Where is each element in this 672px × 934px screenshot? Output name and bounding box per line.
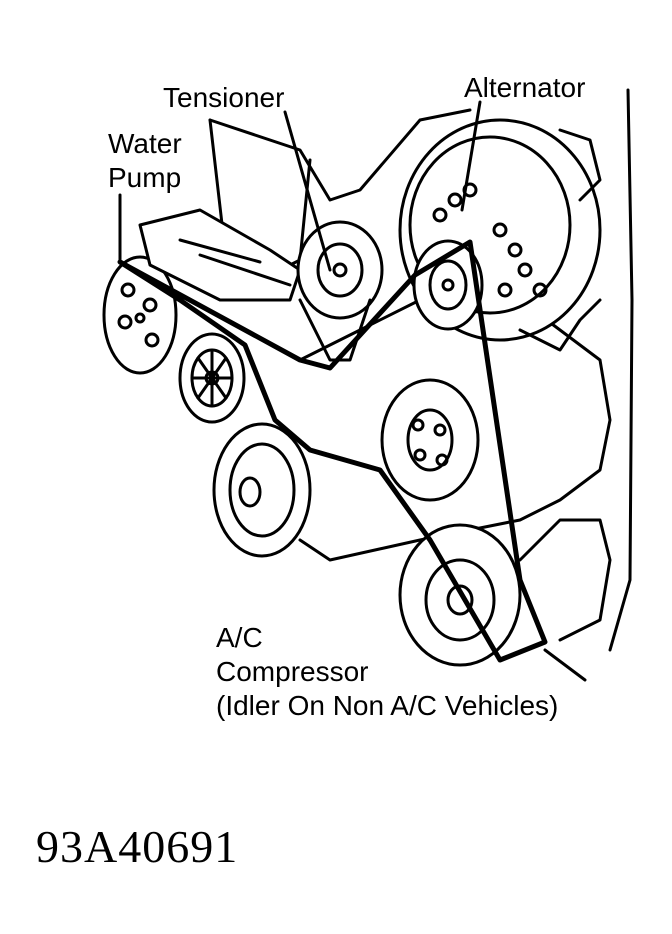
leader-ac bbox=[543, 648, 587, 682]
engine-block-edge bbox=[208, 108, 472, 202]
label-ac-line2: Compressor bbox=[216, 656, 369, 687]
crankshaft-pulley bbox=[212, 422, 312, 558]
figure-id: 93A40691 bbox=[36, 821, 239, 872]
leader-alternator bbox=[460, 100, 482, 212]
label-ac-line1: A/C bbox=[216, 622, 263, 653]
serpentine-belt bbox=[117, 239, 548, 663]
leader-tensioner bbox=[283, 110, 332, 272]
label-water-pump-line2: Pump bbox=[108, 162, 182, 193]
idler-pulley-small bbox=[178, 332, 246, 424]
right-frame-line bbox=[608, 88, 634, 652]
label-water-pump-line1: Water bbox=[108, 128, 182, 159]
power-steering-pulley bbox=[380, 378, 480, 502]
label-ac-line3: (Idler On Non A/C Vehicles) bbox=[216, 690, 559, 721]
water-pump-bracket-detail bbox=[178, 238, 292, 287]
label-alternator: Alternator bbox=[464, 72, 586, 103]
label-tensioner: Tensioner bbox=[163, 82, 285, 113]
water-pump-bracket bbox=[138, 208, 302, 302]
